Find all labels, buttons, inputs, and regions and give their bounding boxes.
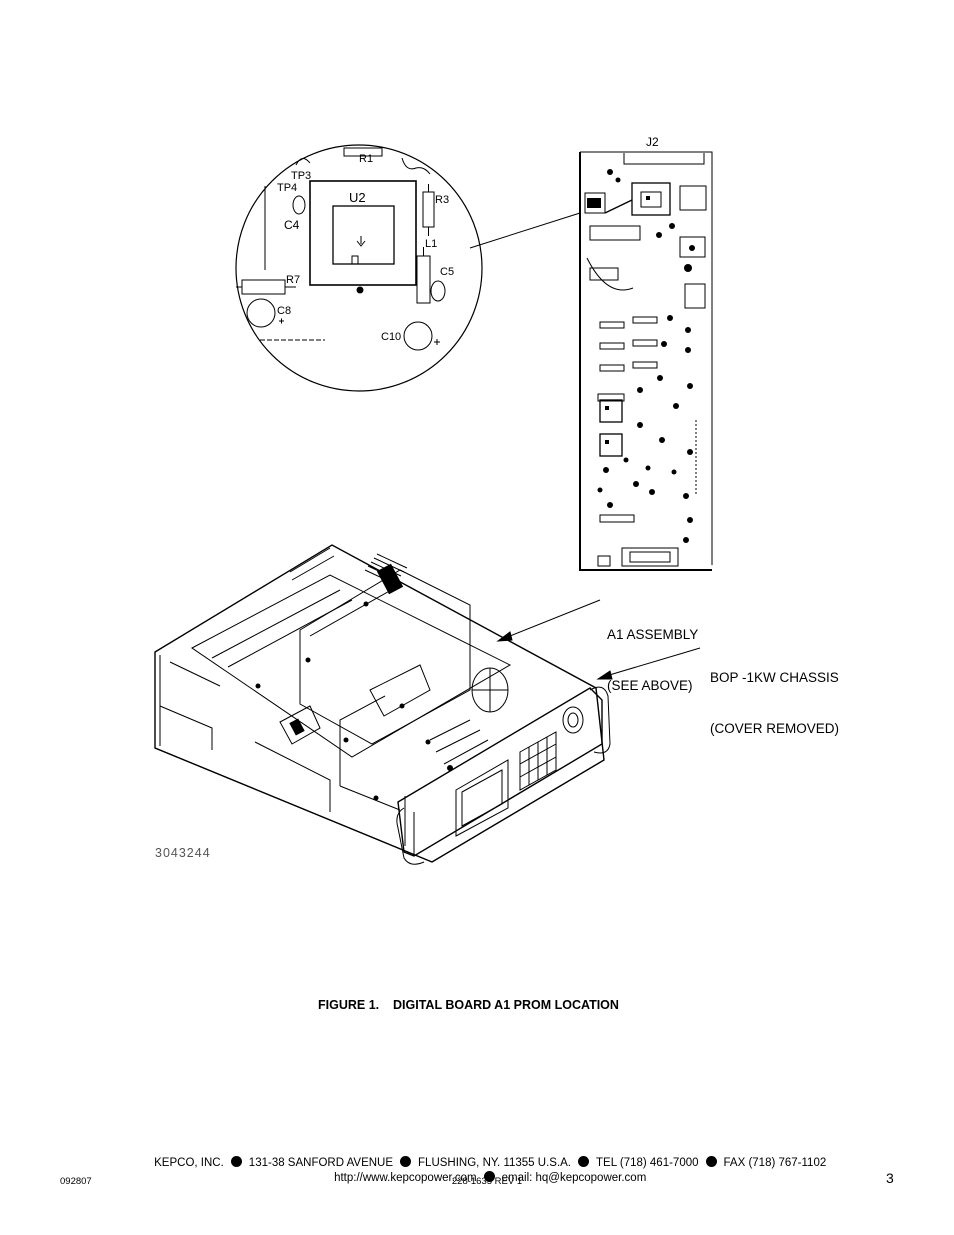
callout-bop-line1: BOP -1KW CHASSIS (710, 670, 839, 685)
chassis-details (255, 563, 453, 801)
label-c8: C8 (277, 305, 291, 317)
footer-website[interactable]: http://www.kepcopower.com (334, 1172, 477, 1184)
footer-address: 131-38 SANFORD AVENUE (248, 1157, 394, 1169)
digital-board-a1 (579, 151, 713, 571)
footer-city: FLUSHING, NY. 11355 U.S.A. (418, 1157, 572, 1169)
label-c4: C4 (284, 218, 300, 232)
detail-magnifier (235, 144, 581, 392)
callout-a1-line1: A1 ASSEMBLY (607, 627, 699, 642)
page-number: 3 (886, 1170, 894, 1186)
label-c10: C10 (381, 331, 401, 343)
label-c5: C5 (440, 266, 454, 278)
detail-labels: R1 TP3 TP4 U2 R3 C4 L1 C5 R7 C8 C10 (277, 153, 454, 343)
drawing-number: 3043244 (155, 846, 211, 860)
callout-bop-line2: (COVER REMOVED) (710, 721, 840, 736)
callout-bop-chassis: BOP -1KW CHASSIS (COVER REMOVED) (710, 635, 839, 754)
bullet-icon (705, 1156, 717, 1167)
label-l1: L1 (425, 238, 437, 250)
footer-tel: TEL (718) 461-7000 (596, 1157, 699, 1169)
label-u2: U2 (349, 190, 366, 205)
label-r1: R1 (359, 153, 373, 165)
figure-caption: FIGURE 1. DIGITAL BOARD A1 PROM LOCATION (318, 998, 619, 1012)
board-label-j2: J2 (646, 135, 659, 149)
bop-chassis (154, 544, 611, 865)
footer-date-code: 092807 (60, 1176, 92, 1187)
label-tp4: TP4 (277, 182, 297, 194)
bullet-icon (578, 1156, 590, 1167)
callout-a1-line2: (SEE ABOVE) (607, 678, 693, 693)
callout-leaders (496, 599, 701, 680)
figure-drawing: R1 TP3 TP4 U2 R3 C4 L1 C5 R7 C8 C10 (154, 135, 713, 865)
bullet-icon (400, 1156, 412, 1167)
board-components (587, 169, 695, 543)
callout-a1-assembly: A1 ASSEMBLY (SEE ABOVE) (607, 592, 698, 711)
footer-doc-number: 228-1635 REV 1 (451, 1176, 523, 1187)
footer-address-line: KEPCO, INC. 131-38 SANFORD AVENUE FLUSHING… (0, 1144, 954, 1169)
label-r3: R3 (435, 194, 449, 206)
label-tp3: TP3 (291, 170, 311, 182)
bullet-icon (230, 1156, 242, 1167)
footer-company: KEPCO, INC. (154, 1157, 224, 1169)
bullet-icon (483, 1171, 495, 1182)
footer-fax: FAX (718) 767-1102 (723, 1157, 827, 1169)
label-r7: R7 (286, 274, 300, 286)
footer-email[interactable]: email: hq@kepcopower.com (501, 1172, 647, 1184)
footer-web-line: http://www.kepcopower.com email: hq@kepco… (0, 1159, 954, 1184)
